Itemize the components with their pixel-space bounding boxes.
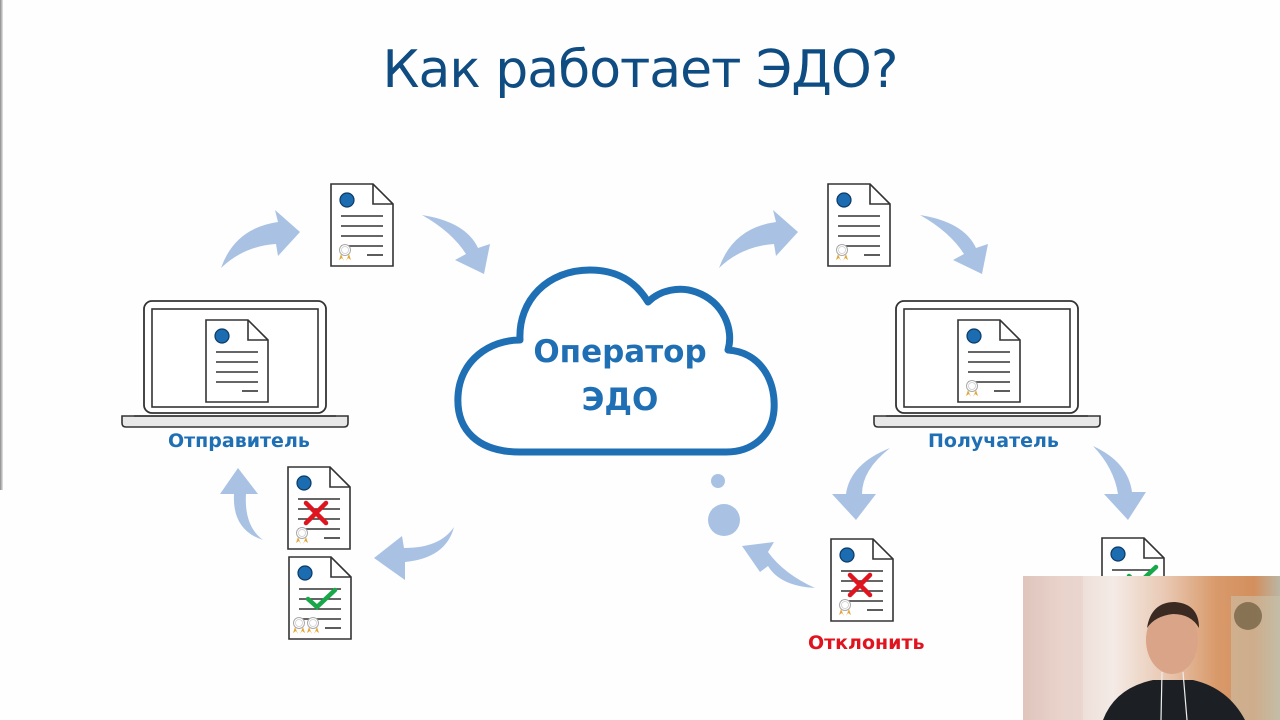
arrow-sender-to-doc xyxy=(221,210,300,268)
slide-title: Как работает ЭДО? xyxy=(382,40,899,100)
sender-label: Отправитель xyxy=(168,430,310,452)
arrow-reject-to-operator xyxy=(742,542,815,588)
receiver-screen-document xyxy=(957,319,1021,403)
arrow-doc-to-operator xyxy=(422,215,490,274)
operator-label: Оператор ЭДО xyxy=(500,328,740,424)
arrow-doc-to-receiver xyxy=(920,215,988,274)
operator-cloud xyxy=(454,266,778,456)
operator-label-line2: ЭДО xyxy=(581,382,659,418)
document-reject-option xyxy=(830,538,894,622)
presenter-webcam xyxy=(1023,576,1280,720)
sender-screen-document xyxy=(205,319,269,403)
reject-label: Отклонить xyxy=(808,632,925,654)
document-accepted-returned xyxy=(288,556,352,640)
arrow-operator-to-doc xyxy=(719,210,798,268)
arrow-operator-to-sender-docs xyxy=(374,527,454,580)
window-left-edge xyxy=(0,0,3,490)
arrow-receiver-to-accept xyxy=(1093,446,1146,520)
arrow-receiver-to-reject xyxy=(832,448,890,520)
operator-label-line1: Оператор xyxy=(533,334,707,370)
document-rejected-returned xyxy=(287,466,351,550)
dot-large xyxy=(708,504,740,536)
flow-arrows xyxy=(220,210,1146,588)
document-sent-left xyxy=(330,183,394,267)
presenter-silhouette-icon xyxy=(1023,576,1280,720)
receiver-label: Получатель xyxy=(928,430,1059,452)
dot-small xyxy=(711,474,725,488)
document-sent-right xyxy=(827,183,891,267)
arrow-docs-to-sender xyxy=(220,468,263,540)
